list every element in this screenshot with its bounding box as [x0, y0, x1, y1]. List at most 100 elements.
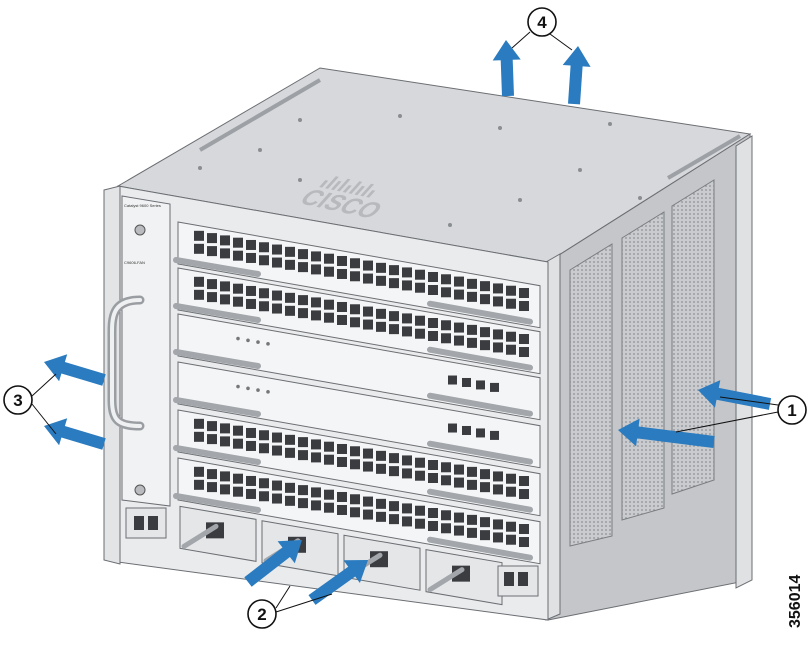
port: [519, 334, 529, 345]
callout-1: 1: [675, 395, 807, 433]
port: [363, 496, 373, 507]
port: [324, 454, 334, 465]
port: [285, 434, 295, 445]
port: [246, 475, 256, 486]
port: [415, 315, 425, 326]
right-rack-flange: [735, 135, 753, 589]
port: [298, 437, 308, 448]
side-vent-1: [569, 243, 613, 547]
port: [246, 488, 256, 499]
port: [376, 463, 386, 474]
port: [376, 321, 386, 332]
psu-connector: [452, 565, 470, 582]
port: [259, 478, 269, 489]
ejector-handle-left: [173, 445, 261, 465]
port: [337, 456, 347, 467]
port: [207, 434, 217, 445]
port: [350, 317, 360, 328]
port: [493, 283, 503, 294]
callout-1-label: 1: [787, 401, 796, 420]
port: [467, 514, 477, 525]
led: [246, 338, 250, 343]
port: [324, 441, 334, 452]
port: [389, 324, 399, 335]
port: [311, 487, 321, 498]
port: [441, 475, 451, 486]
port: [298, 485, 308, 496]
port: [363, 319, 373, 330]
top-rail-right: [666, 134, 742, 180]
airflow-arrow-left-2: [44, 418, 106, 450]
port: [311, 439, 321, 450]
psu-handle: [427, 567, 465, 593]
ejector-handle-left: [173, 397, 261, 417]
led: [236, 336, 240, 341]
airflow-arrow-top-1: [492, 40, 521, 97]
port: [448, 423, 457, 433]
port: [389, 311, 399, 322]
port: [272, 493, 282, 504]
led: [266, 342, 270, 346]
port: [519, 489, 529, 500]
port: [220, 423, 230, 434]
port: [428, 272, 438, 282]
port: [324, 253, 334, 264]
port: [415, 505, 425, 516]
line-card-2: [173, 267, 541, 375]
airflow-arrow-bottom-1: [244, 540, 302, 587]
port: [194, 479, 204, 490]
port: [324, 299, 334, 310]
port: [493, 296, 503, 307]
port: [363, 448, 373, 459]
port: [415, 282, 425, 293]
port: [428, 508, 438, 518]
port: [454, 335, 464, 346]
psu-right-port: [504, 572, 514, 586]
port: [298, 308, 308, 319]
port: [272, 290, 282, 301]
port: [298, 450, 308, 461]
port: [506, 298, 516, 309]
port: [220, 436, 230, 447]
port: [285, 259, 295, 270]
port: [259, 491, 269, 502]
figure-id: 356014: [787, 575, 804, 628]
port: [233, 473, 243, 484]
port: [259, 301, 269, 312]
ejector-handle-left: [173, 349, 261, 369]
port: [337, 268, 347, 279]
port: [454, 289, 464, 300]
port: [402, 516, 412, 527]
psu-connector: [206, 522, 224, 539]
psu-left-port: [148, 516, 158, 530]
port: [493, 484, 503, 495]
port: [311, 500, 321, 511]
port: [506, 534, 516, 545]
port: [285, 292, 295, 303]
port: [454, 276, 464, 287]
psu-handle: [181, 523, 219, 549]
port: [285, 495, 295, 506]
port: [480, 482, 490, 493]
port: [428, 318, 438, 328]
port: [246, 298, 256, 309]
port: [402, 455, 412, 466]
port: [441, 287, 451, 298]
port: [467, 278, 477, 289]
port: [519, 524, 529, 535]
port: [454, 477, 464, 488]
ejector-handle-right: [427, 346, 533, 371]
port: [259, 443, 269, 454]
port: [363, 273, 373, 284]
port: [207, 292, 217, 303]
port: [272, 432, 282, 443]
port: [259, 288, 269, 299]
callout-4-label: 4: [537, 13, 547, 32]
port: [506, 521, 516, 532]
ejector-handle-right: [427, 440, 533, 465]
port: [220, 294, 230, 305]
port: [337, 301, 347, 312]
port: [480, 340, 490, 351]
port: [298, 249, 308, 260]
port: [285, 305, 295, 316]
